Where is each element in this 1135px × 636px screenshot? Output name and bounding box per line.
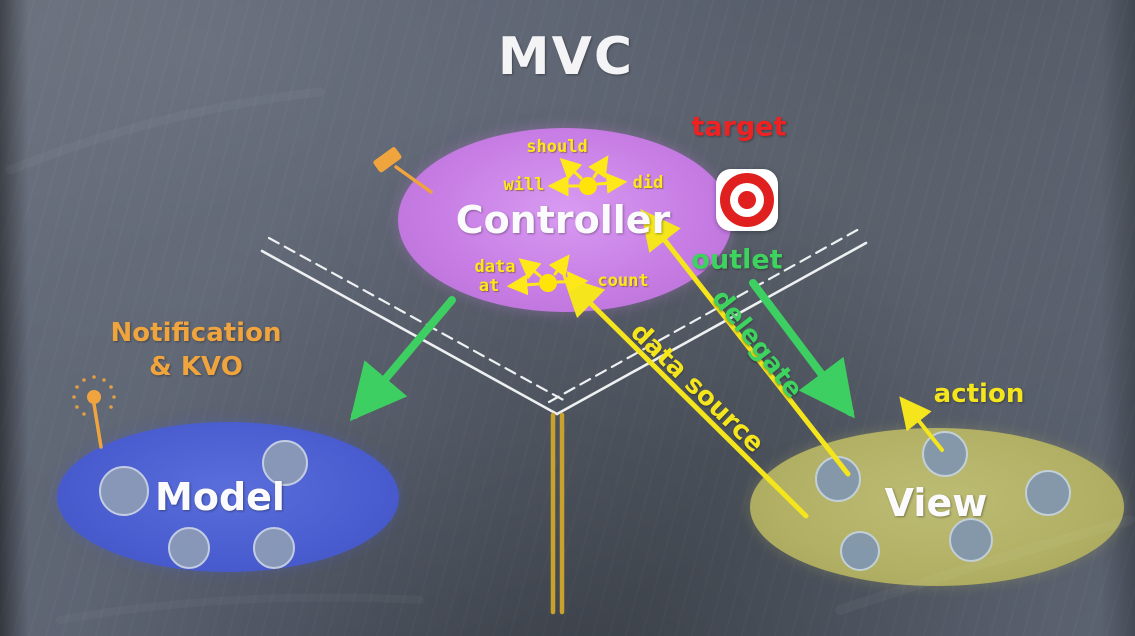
chalk-smudges — [5, 87, 1135, 615]
arrow-delegate — [640, 209, 851, 477]
controller-pin-icon — [373, 147, 433, 194]
notification-label-line1: Notification — [110, 318, 282, 348]
arrow-action — [899, 396, 944, 452]
hub-data-count — [506, 254, 589, 296]
hub-dot — [539, 274, 557, 292]
boundary-lines — [260, 227, 868, 416]
controller-label: Controller — [455, 198, 671, 242]
model-object-circle — [262, 440, 308, 486]
hub-did-label: did — [632, 173, 664, 193]
delegate-label: delegate — [705, 283, 809, 405]
model-object-circle — [253, 527, 295, 569]
hub-dot — [579, 177, 597, 195]
target-label: target — [691, 111, 787, 143]
hub-will-label: will — [503, 175, 545, 195]
arrow-controller-to-model — [349, 296, 456, 422]
hub-at-label: at — [478, 276, 500, 296]
model-object-circle — [168, 527, 210, 569]
hub-count-label: count — [597, 271, 649, 291]
notification-label-line2: & KVO — [149, 352, 243, 382]
hub-will-did — [547, 155, 628, 197]
view-object-circle — [1025, 470, 1071, 516]
notification-pin-icon — [72, 375, 116, 449]
model-label: Model — [155, 475, 285, 519]
action-label: action — [933, 379, 1025, 409]
target-middle-ring — [730, 183, 764, 217]
arrow-outlet-to-view — [749, 279, 855, 419]
target-center-dot — [738, 191, 756, 209]
arrow-data-source — [562, 275, 809, 519]
target-icon — [716, 169, 778, 231]
vertical-divider — [550, 412, 565, 615]
outlet-label: outlet — [691, 244, 783, 276]
model-object-circle — [99, 466, 149, 516]
hub-should-label: should — [526, 137, 588, 157]
slide-title: MVC — [497, 27, 635, 87]
view-label: View — [884, 481, 988, 525]
view-object-circle — [949, 518, 993, 562]
yellow-lines — [562, 209, 944, 519]
hub-data-label: data — [474, 257, 516, 277]
green-arrows — [349, 279, 855, 422]
view-object-circle — [840, 531, 880, 571]
target-outer-ring — [720, 173, 774, 227]
view-object-circle — [922, 431, 968, 477]
